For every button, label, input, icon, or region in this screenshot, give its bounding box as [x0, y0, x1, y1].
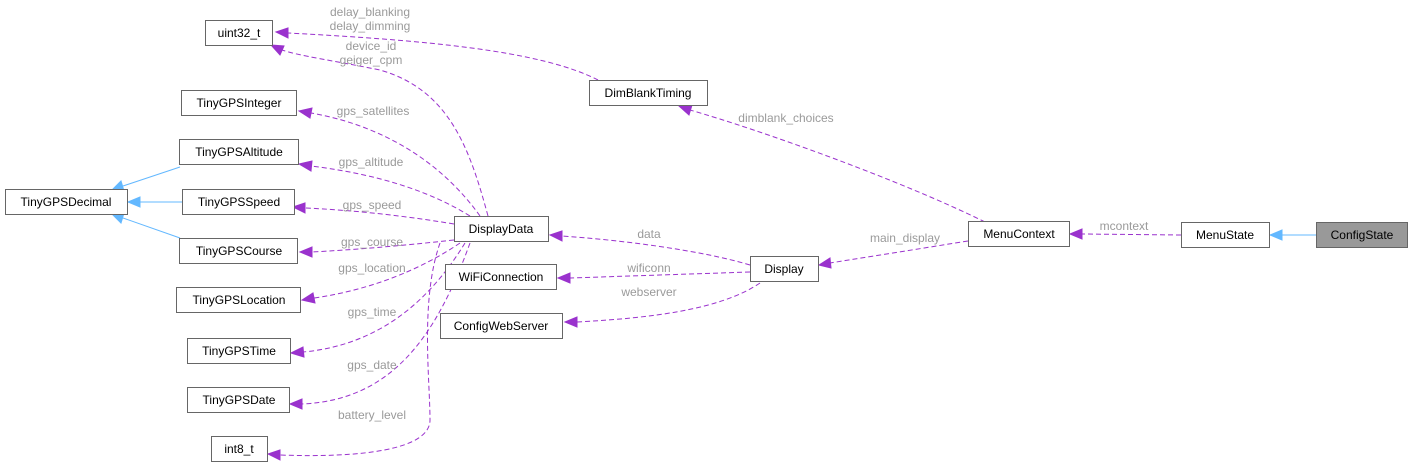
edge-display-wificonnection [569, 271, 751, 279]
label-delay-dimming: delay_dimming [330, 19, 411, 33]
edge-displaydata-date [301, 242, 471, 405]
node-tinygpsspeed[interactable]: TinyGPSSpeed [182, 189, 295, 215]
label-gps-location: gps_location [338, 261, 405, 275]
edge-labels: delay_blanking delay_dimming device_id g… [330, 5, 1149, 422]
label-device-id: device_id [346, 39, 397, 53]
node-tinygpstime[interactable]: TinyGPSTime [187, 338, 291, 364]
node-label: ConfigState [1331, 228, 1394, 242]
node-label: TinyGPSAltitude [195, 145, 283, 159]
node-label: TinyGPSDecimal [21, 195, 112, 209]
node-configstate[interactable]: ConfigState [1316, 222, 1408, 248]
label-gps-satellites: gps_satellites [337, 104, 410, 118]
edge-display-displaydata [561, 235, 751, 266]
association-arrow [563, 316, 578, 328]
edge-displaydata-location [313, 242, 461, 299]
edge-display-configwebserver [576, 282, 761, 323]
node-label: DimBlankTiming [605, 86, 692, 100]
node-menustate[interactable]: MenuState [1181, 222, 1270, 248]
edge-dimblanktiming-uint32 [287, 32, 599, 81]
edge-displaydata-uint32 [281, 49, 489, 217]
node-label: DisplayData [469, 222, 534, 236]
label-geiger-cpm: geiger_cpm [340, 53, 403, 67]
label-mcontext: mcontext [1100, 219, 1149, 233]
node-configwebserver[interactable]: ConfigWebServer [440, 313, 563, 339]
label-gps-date: gps_date [347, 358, 397, 372]
label-gps-altitude: gps_altitude [339, 155, 404, 169]
node-uint32-t[interactable]: uint32_t [205, 20, 273, 46]
node-label: uint32_t [218, 26, 261, 40]
label-wificonn: wificonn [626, 261, 670, 275]
label-gps-course: gps_course [341, 235, 403, 249]
label-main-display: main_display [870, 231, 940, 245]
edge-altitude-decimal [122, 166, 181, 187]
node-label: Display [764, 262, 803, 276]
label-delay-blanking: delay_blanking [330, 5, 410, 19]
label-dimblank-choices: dimblank_choices [738, 111, 833, 125]
label-battery-level: battery_level [338, 408, 406, 422]
node-displaydata[interactable]: DisplayData [454, 216, 549, 242]
edge-menucontext-display [829, 240, 969, 264]
label-gps-speed: gps_speed [343, 198, 402, 212]
association-arrow [289, 346, 305, 358]
association-arrow [297, 160, 313, 172]
inheritance-arrow [1268, 229, 1283, 241]
association-arrow [291, 202, 306, 214]
node-label: TinyGPSCourse [196, 244, 283, 258]
edge-displaydata-course [311, 239, 455, 253]
inheritance-edges [110, 166, 1316, 241]
node-tinygpsaltitude[interactable]: TinyGPSAltitude [179, 139, 299, 165]
node-tinygpsdate[interactable]: TinyGPSDate [187, 387, 290, 413]
node-tinygpsdecimal[interactable]: TinyGPSDecimal [5, 189, 128, 215]
node-label: TinyGPSTime [202, 344, 276, 358]
association-arrow [548, 230, 563, 242]
node-wificonnection[interactable]: WiFiConnection [445, 264, 557, 290]
node-label: MenuContext [983, 227, 1055, 241]
inheritance-arrow [126, 196, 141, 208]
association-arrow [817, 257, 832, 269]
node-dimblanktiming[interactable]: DimBlankTiming [589, 80, 708, 106]
association-arrow [297, 107, 313, 119]
edge-course-decimal [122, 217, 181, 239]
node-label: TinyGPSLocation [193, 293, 286, 307]
node-menucontext[interactable]: MenuContext [968, 221, 1070, 247]
node-label: TinyGPSDate [203, 393, 276, 407]
node-int8-t[interactable]: int8_t [211, 436, 268, 462]
node-label: int8_t [224, 442, 254, 456]
edge-displaydata-time [302, 242, 466, 353]
node-display[interactable]: Display [750, 256, 819, 282]
node-tinygpscourse[interactable]: TinyGPSCourse [179, 238, 298, 264]
edge-displaydata-altitude [310, 165, 471, 217]
association-arrow [298, 246, 313, 258]
label-webserver: webserver [620, 285, 676, 299]
edge-menucontext-dimblanktiming [689, 109, 986, 223]
association-arrow [266, 449, 281, 461]
node-tinygpslocation[interactable]: TinyGPSLocation [176, 287, 301, 313]
association-arrow [274, 27, 289, 39]
association-arrow [288, 398, 303, 410]
edge-displaydata-speed [304, 207, 455, 225]
node-tinygpsinteger[interactable]: TinyGPSInteger [181, 90, 297, 116]
association-arrow [677, 104, 693, 116]
association-edges [266, 27, 1182, 461]
node-label: WiFiConnection [459, 270, 544, 284]
node-label: MenuState [1196, 228, 1254, 242]
node-label: ConfigWebServer [454, 319, 549, 333]
node-label: TinyGPSSpeed [198, 195, 280, 209]
association-arrow [269, 44, 285, 56]
edge-menustate-menucontext [1081, 233, 1182, 236]
label-data: data [637, 227, 661, 241]
association-arrow [556, 272, 571, 284]
association-arrow [1068, 228, 1083, 240]
label-gps-time: gps_time [348, 305, 397, 319]
edge-displaydata-integer [310, 112, 481, 217]
edge-displaydata-int8 [279, 242, 441, 457]
association-arrow [300, 292, 316, 304]
node-label: TinyGPSInteger [197, 96, 282, 110]
